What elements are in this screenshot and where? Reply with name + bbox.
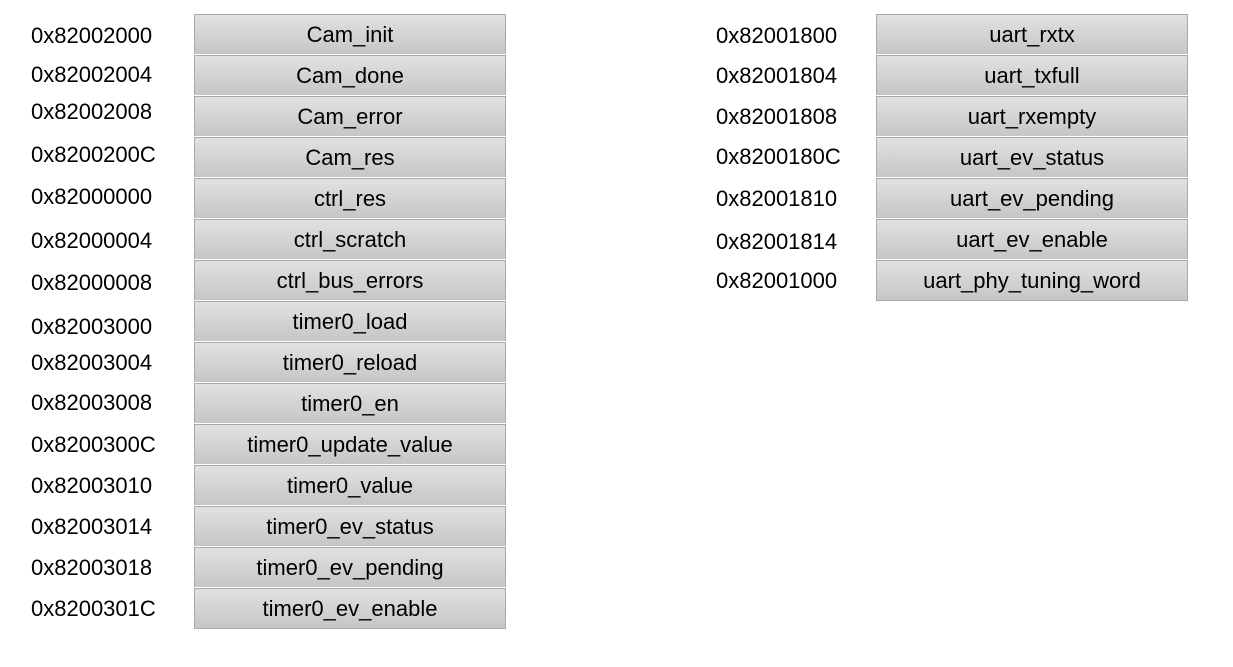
- register-address: 0x82001808: [716, 104, 838, 129]
- register-name-cell: ctrl_scratch: [194, 219, 506, 259]
- register-address: 0x82000000: [31, 184, 153, 209]
- register-address: 0x8200180C: [716, 144, 841, 169]
- register-name-cell: timer0_ev_pending: [194, 547, 506, 587]
- register-address: 0x82003000: [31, 314, 153, 339]
- register-address: 0x82000008: [31, 270, 153, 295]
- register-address: 0x82000004: [31, 228, 153, 253]
- register-name-cell: timer0_ev_status: [194, 506, 506, 546]
- register-address: 0x82002000: [31, 23, 153, 48]
- register-name-cell: ctrl_res: [194, 178, 506, 218]
- register-address: 0x82002004: [31, 62, 153, 87]
- register-name-cell: uart_ev_status: [876, 137, 1188, 177]
- register-address: 0x82001804: [716, 63, 838, 88]
- register-name-cell: ctrl_bus_errors: [194, 260, 506, 300]
- register-name-cell: Cam_res: [194, 137, 506, 177]
- register-name-cell: uart_rxempty: [876, 96, 1188, 136]
- register-address: 0x82003014: [31, 514, 153, 539]
- register-address: 0x82003010: [31, 473, 153, 498]
- register-name-cell: timer0_value: [194, 465, 506, 505]
- register-name-cell: uart_ev_enable: [876, 219, 1188, 259]
- register-name-cell: timer0_en: [194, 383, 506, 423]
- register-address: 0x8200301C: [31, 596, 156, 621]
- register-address: 0x82001814: [716, 229, 838, 254]
- register-name-cell: Cam_error: [194, 96, 506, 136]
- register-address: 0x8200300C: [31, 432, 156, 457]
- register-name-cell: uart_txfull: [876, 55, 1188, 95]
- register-name-cell: timer0_reload: [194, 342, 506, 382]
- register-name-cell: timer0_update_value: [194, 424, 506, 464]
- register-name-cell: uart_phy_tuning_word: [876, 260, 1188, 301]
- register-name-cell: timer0_ev_enable: [194, 588, 506, 629]
- register-address: 0x82003018: [31, 555, 153, 580]
- register-address: 0x82001800: [716, 23, 838, 48]
- register-name-cell: uart_ev_pending: [876, 178, 1188, 218]
- register-address: 0x82001000: [716, 268, 838, 293]
- register-name-cell: uart_rxtx: [876, 14, 1188, 54]
- register-address: 0x82002008: [31, 99, 153, 124]
- register-address: 0x82003008: [31, 390, 153, 415]
- register-name-cell: Cam_init: [194, 14, 506, 54]
- register-address: 0x82001810: [716, 186, 838, 211]
- register-name-cell: timer0_load: [194, 301, 506, 341]
- register-name-cell: Cam_done: [194, 55, 506, 95]
- register-address: 0x82003004: [31, 350, 153, 375]
- register-address: 0x8200200C: [31, 142, 156, 167]
